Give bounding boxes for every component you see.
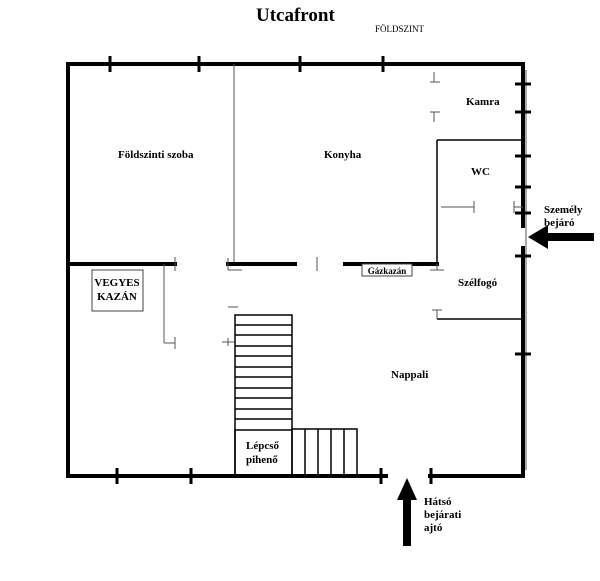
top-wall-ticks — [108, 56, 385, 72]
bottom-wall-ticks — [115, 468, 433, 484]
gas-boiler-box — [361, 263, 413, 277]
room-label-lepcso-line2: pihenő — [246, 454, 278, 466]
personal-entrance-label-line2: bejáró — [544, 217, 575, 229]
back-entrance-arrow-icon — [397, 478, 417, 546]
back-entrance-label-line1: Hátsó — [424, 496, 452, 508]
outer-walls — [66, 62, 525, 478]
room-label-konyha: Konyha — [324, 149, 362, 161]
boiler-box — [91, 269, 144, 312]
room-label-szelfogo: Szélfogó — [458, 277, 498, 289]
floor-label: FÖLDSZINT — [375, 24, 425, 34]
room-label-foldszinti-szoba: Földszinti szoba — [118, 149, 194, 161]
room-label-lepcso-line1: Lépcső — [246, 440, 280, 452]
right-wall-ticks — [515, 82, 531, 356]
room-label-kamra: Kamra — [466, 96, 500, 108]
boiler-label-line2: KAZÁN — [97, 291, 137, 303]
interior-walls — [66, 64, 523, 349]
plan-title: Utcafront — [256, 5, 335, 26]
staircase — [234, 314, 358, 477]
back-entrance-label-line3: ajtó — [424, 522, 443, 534]
personal-entrance-label-line1: Személy — [544, 204, 583, 216]
back-entrance-label-line2: bejárati — [424, 509, 461, 521]
room-label-nappali: Nappali — [391, 369, 428, 381]
room-label-wc: WC — [471, 166, 490, 178]
boiler-label-line1: VEGYES — [94, 277, 139, 289]
personal-entrance-arrow-icon — [528, 225, 594, 249]
gas-boiler-label: Gázkazán — [368, 266, 407, 276]
